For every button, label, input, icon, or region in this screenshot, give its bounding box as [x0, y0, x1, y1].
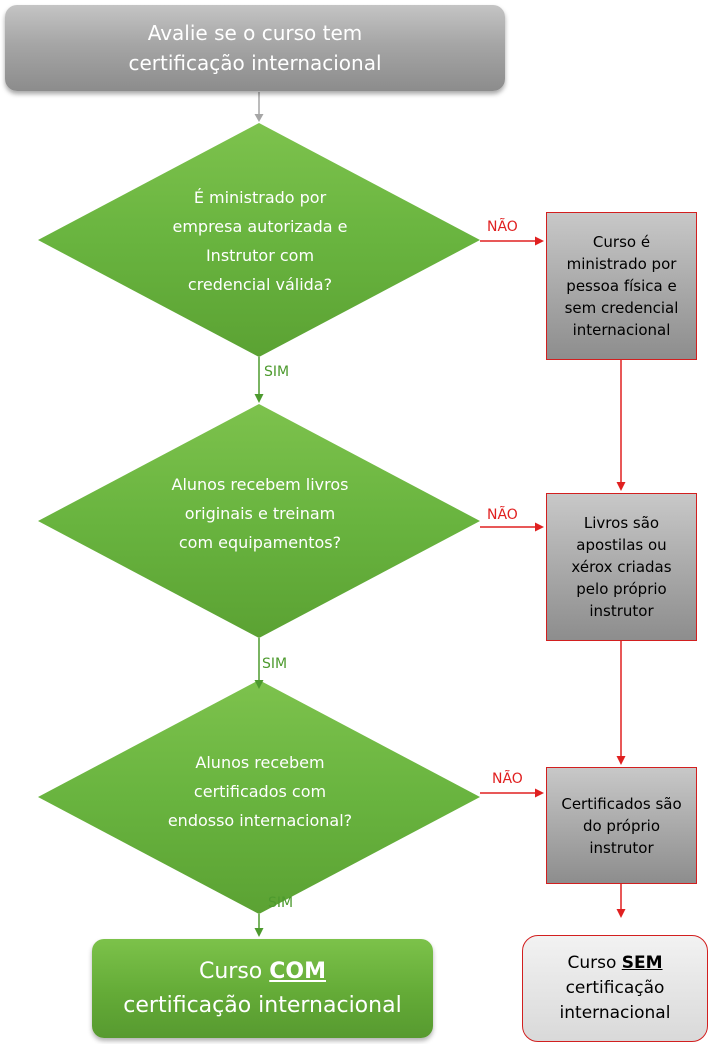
nao-box-2-line: instrutor — [589, 602, 654, 620]
arrow-nao-box-3-to-end — [616, 884, 626, 918]
result-com-line-2: certificação internacional — [123, 992, 402, 1018]
nao-box-2-line: xérox criadas — [571, 558, 672, 576]
arrow-sim-3 — [254, 914, 264, 937]
decision-diamond-2 — [38, 404, 480, 638]
start-line-1: Avalie se o curso tem — [147, 21, 363, 45]
nao-outcome-box-2: Livros são apostilas ou xérox criadas pe… — [546, 493, 697, 641]
decision-1-line: Instrutor com — [205, 246, 315, 265]
result-sem-line-2: certificação — [565, 978, 665, 998]
decision-3-text: Alunos recebem certificados com endosso … — [140, 748, 380, 835]
arrow-nao-3 — [480, 788, 544, 798]
result-sem-highlight: SEM — [621, 953, 663, 973]
nao-box-1-line: internacional — [572, 321, 671, 339]
nao-box-3-line: instrutor — [589, 838, 654, 857]
result-sem-prefix: Curso — [567, 953, 622, 973]
decision-3-line: endosso internacional? — [167, 811, 353, 830]
decision-3-line: Alunos recebem — [195, 753, 325, 772]
start-box: Avalie se o curso tem certificação inter… — [5, 5, 505, 91]
label-sim-2: SIM — [262, 656, 288, 672]
decision-2-line: Alunos recebem livros — [171, 475, 349, 494]
result-com-line-1: Curso COM — [123, 955, 401, 989]
result-com-highlight: COM — [269, 958, 326, 984]
decision-2-text: Alunos recebem livros originais e treina… — [140, 470, 380, 557]
decision-2-line: com equipamentos? — [178, 533, 342, 552]
arrow-start-to-decision-1 — [254, 92, 264, 122]
decision-1-text: É ministrado por empresa autorizada e In… — [140, 183, 380, 299]
decision-1-line: É ministrado por — [193, 188, 327, 207]
label-sim-1: SIM — [264, 364, 290, 380]
arrow-sim-2 — [254, 638, 264, 689]
result-sem-certificacao-box: Curso SEM certificação internacional — [522, 935, 708, 1042]
decision-1-line: empresa autorizada e — [172, 217, 348, 236]
decision-2-line: originais e treinam — [184, 504, 336, 523]
label-sim-3: SIM — [268, 895, 294, 911]
decision-diamond-1 — [38, 123, 480, 357]
nao-box-2-line: Livros são — [583, 514, 660, 532]
nao-box-1-line: Curso é — [592, 233, 651, 251]
decision-3-line: certificados com — [193, 782, 327, 801]
nao-box-1-line: pessoa física e — [566, 277, 677, 295]
nao-box-3-line: do próprio — [582, 816, 661, 835]
nao-box-1-line: ministrado por — [566, 255, 677, 273]
nao-outcome-box-3: Certificados são do próprio instrutor — [546, 767, 697, 884]
arrow-nao-box-1-to-2 — [616, 360, 626, 491]
start-line-2: certificação internacional — [128, 51, 382, 75]
arrow-sim-1 — [254, 357, 264, 403]
label-nao-1: NÃO — [487, 219, 518, 235]
nao-outcome-box-1: Curso é ministrado por pessoa física e s… — [546, 212, 697, 360]
label-nao-3: NÃO — [492, 771, 523, 787]
arrow-nao-box-2-to-3 — [616, 641, 626, 765]
decision-diamond-3 — [38, 680, 480, 914]
label-nao-2: NÃO — [487, 507, 518, 523]
arrow-nao-1 — [480, 236, 544, 246]
nao-box-2-line: apostilas ou — [576, 536, 667, 554]
result-com-prefix: Curso — [198, 958, 270, 984]
decision-1-line: credencial válida? — [187, 275, 333, 294]
nao-box-2-line: pelo próprio — [576, 580, 667, 598]
result-com-certificacao-box: Curso COM certificação internacional — [92, 939, 433, 1038]
result-sem-line-1: Curso SEM — [560, 951, 671, 976]
result-sem-line-3: internacional — [559, 1003, 671, 1023]
nao-box-3-line: Certificados são — [561, 794, 682, 813]
nao-box-1-line: sem credencial — [564, 299, 679, 317]
arrow-nao-2 — [480, 522, 544, 532]
